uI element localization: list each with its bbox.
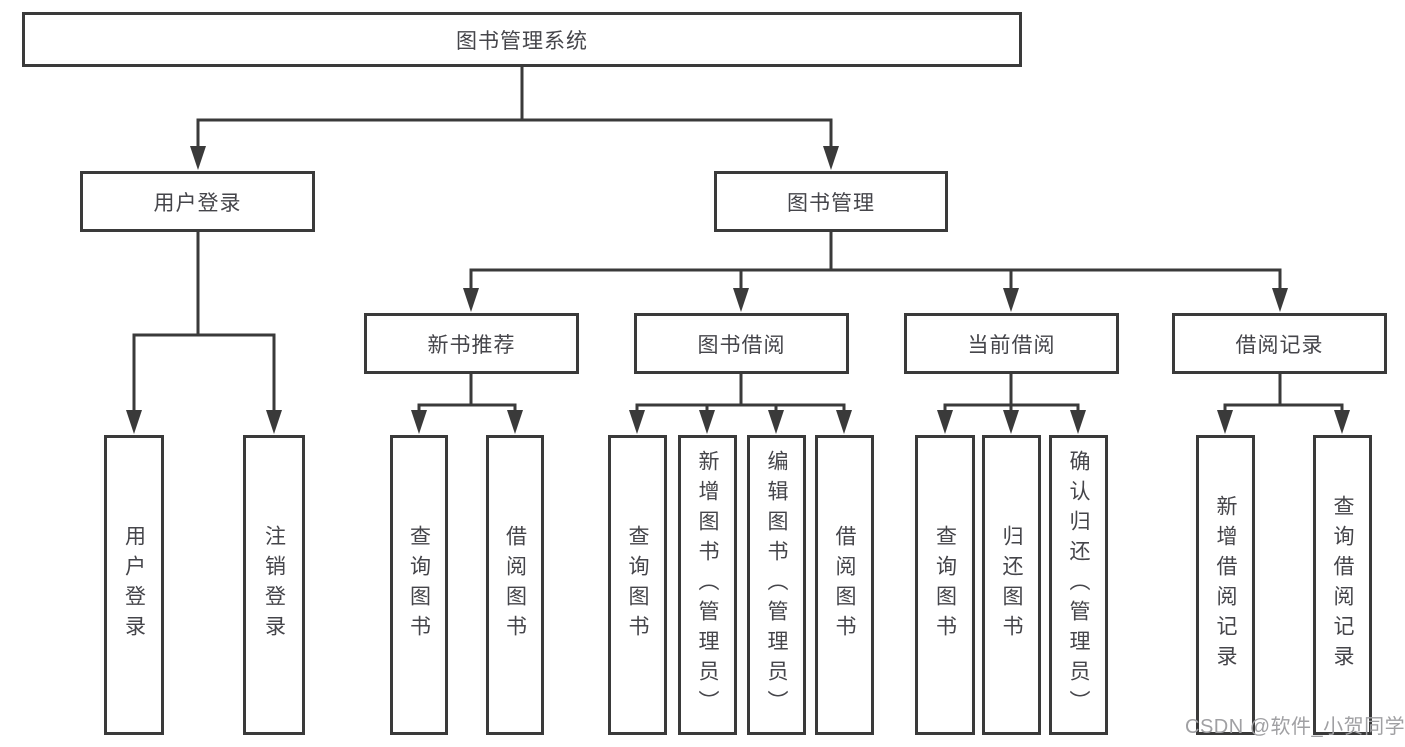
leaf-borrow-books-label: 借阅图书: [833, 525, 856, 645]
leaf-add-books-admin: 新增图书（管理员）: [678, 435, 737, 735]
leaf-user-login-label: 用户登录: [122, 525, 146, 645]
leaf-logout: 注销登录: [243, 435, 305, 735]
node-new-book-recommend: 新书推荐: [364, 313, 579, 374]
leaf-confirm-return-admin-label: 确认归还（管理员）: [1067, 450, 1090, 720]
node-user-login-label: 用户登录: [153, 191, 242, 215]
leaf-return-books-label: 归还图书: [1000, 525, 1023, 645]
leaf-edit-books-admin-label: 编辑图书（管理员）: [765, 450, 788, 720]
leaf-add-books-admin-label: 新增图书（管理员）: [696, 450, 719, 720]
leaf-borrowing-query-books-label: 查询图书: [626, 525, 649, 645]
leaf-borrowing-query-books: 查询图书: [608, 435, 667, 735]
leaf-recommend-borrow-books-label: 借阅图书: [503, 525, 527, 645]
leaf-confirm-return-admin: 确认归还（管理员）: [1049, 435, 1108, 735]
leaf-edit-books-admin: 编辑图书（管理员）: [747, 435, 806, 735]
node-borrowing-records: 借阅记录: [1172, 313, 1387, 374]
leaf-add-borrow-record: 新增借阅记录: [1196, 435, 1255, 735]
watermark: CSDN @软件_小贺同学: [1185, 716, 1405, 738]
node-library-system-label: 图书管理系统: [456, 29, 588, 53]
node-book-management-label: 图书管理: [787, 191, 875, 215]
node-library-system: 图书管理系统: [22, 12, 1022, 67]
node-borrowing-records-label: 借阅记录: [1235, 333, 1324, 357]
leaf-borrow-books: 借阅图书: [815, 435, 874, 735]
node-current-borrowing-label: 当前借阅: [967, 333, 1056, 357]
leaf-query-borrow-record: 查询借阅记录: [1313, 435, 1372, 735]
node-new-book-recommend-label: 新书推荐: [427, 333, 516, 357]
leaf-logout-label: 注销登录: [262, 525, 286, 645]
leaf-user-login: 用户登录: [104, 435, 164, 735]
leaf-recommend-query-books-label: 查询图书: [407, 525, 431, 645]
node-current-borrowing: 当前借阅: [904, 313, 1119, 374]
leaf-return-books: 归还图书: [982, 435, 1041, 735]
node-book-borrowing: 图书借阅: [634, 313, 849, 374]
node-book-management: 图书管理: [714, 171, 948, 232]
leaf-current-query-books: 查询图书: [915, 435, 975, 735]
node-book-borrowing-label: 图书借阅: [697, 333, 786, 357]
leaf-add-borrow-record-label: 新增借阅记录: [1214, 495, 1237, 675]
leaf-recommend-borrow-books: 借阅图书: [486, 435, 544, 735]
node-user-login: 用户登录: [80, 171, 315, 232]
leaf-recommend-query-books: 查询图书: [390, 435, 448, 735]
leaf-current-query-books-label: 查询图书: [933, 525, 957, 645]
leaf-query-borrow-record-label: 查询借阅记录: [1331, 495, 1354, 675]
